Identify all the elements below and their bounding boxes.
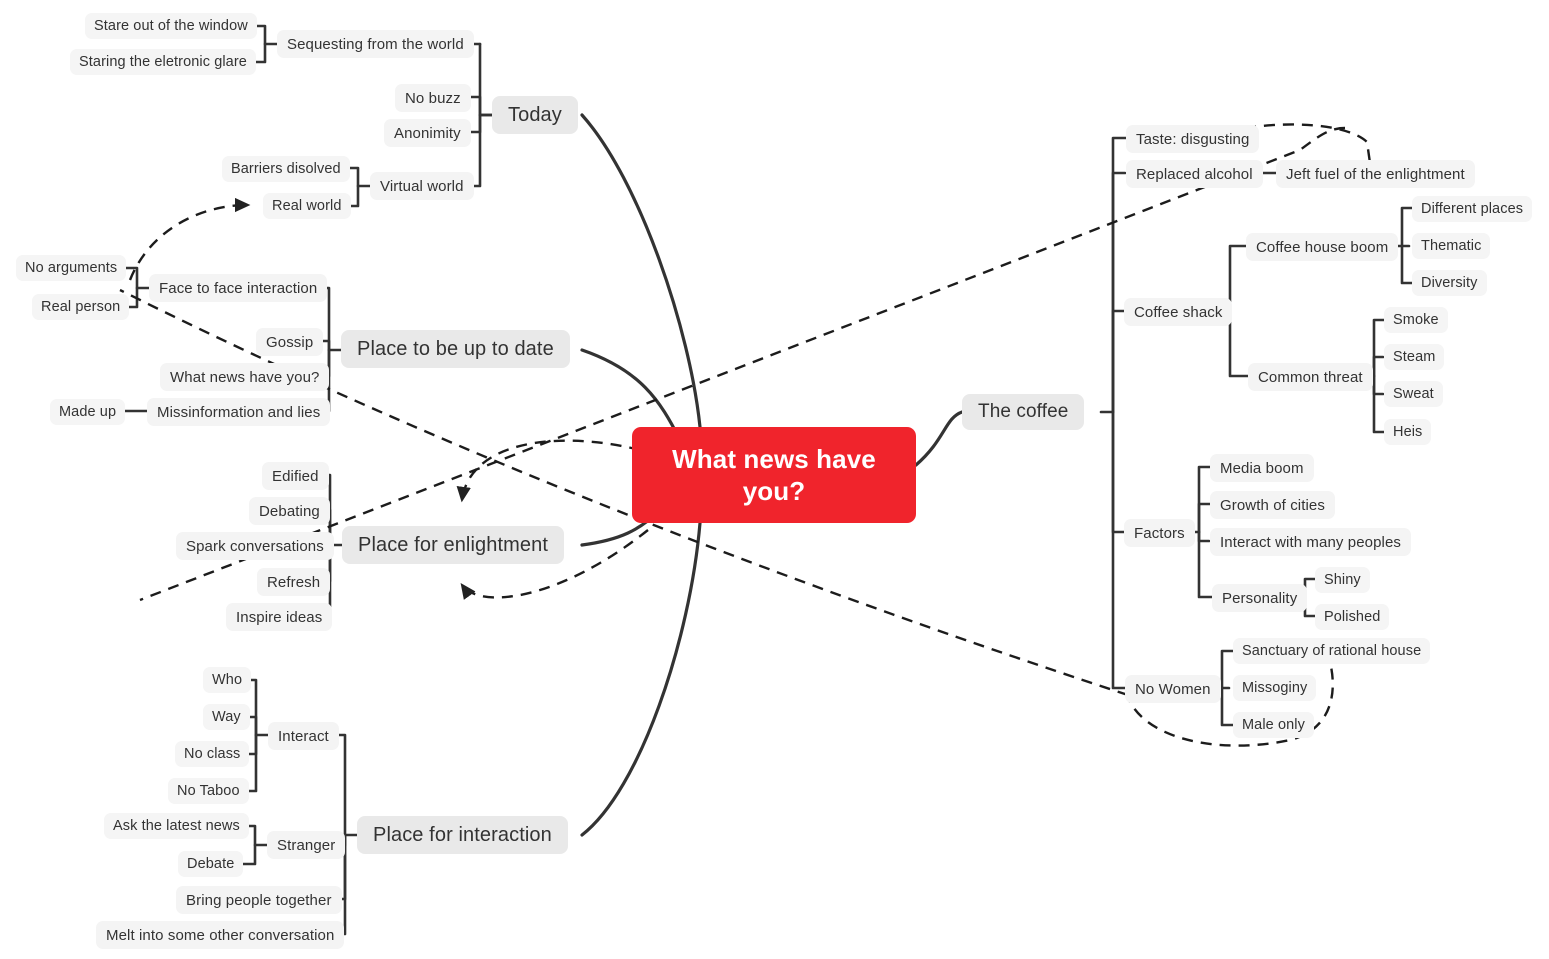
node-missinformation-and-lies[interactable]: Missinformation and lies: [147, 398, 331, 426]
node-thematic[interactable]: Thematic: [1412, 233, 1491, 259]
node-jeft-fuel-of-the-enlightment[interactable]: Jeft fuel of the enlightment: [1276, 160, 1475, 188]
node-face-to-face-interaction[interactable]: Face to face interaction: [149, 274, 328, 302]
node-no-taboo[interactable]: No Taboo: [168, 778, 249, 804]
node-what-news-have-you[interactable]: What news have you?: [160, 363, 330, 391]
branch-place-for-enlightment[interactable]: Place for enlightment: [342, 526, 564, 564]
node-taste-disgusting[interactable]: Taste: disgusting: [1126, 125, 1260, 153]
node-virtual-world[interactable]: Virtual world: [370, 172, 474, 200]
node-ask-the-latest-news[interactable]: Ask the latest news: [104, 813, 249, 839]
node-stranger[interactable]: Stranger: [267, 831, 346, 859]
node-who[interactable]: Who: [203, 667, 252, 693]
node-bring-people-together[interactable]: Bring people together: [176, 886, 342, 914]
node-personality[interactable]: Personality: [1212, 584, 1308, 612]
node-coffee-house-boom[interactable]: Coffee house boom: [1246, 233, 1399, 261]
node-heis[interactable]: Heis: [1384, 419, 1432, 445]
node-no-class[interactable]: No class: [175, 741, 250, 767]
node-sweat[interactable]: Sweat: [1384, 381, 1443, 407]
node-debate[interactable]: Debate: [178, 851, 244, 877]
node-factors[interactable]: Factors: [1124, 519, 1195, 547]
node-diversity[interactable]: Diversity: [1412, 270, 1487, 296]
node-inspire-ideas[interactable]: Inspire ideas: [226, 603, 333, 631]
node-replaced-alcohol[interactable]: Replaced alcohol: [1126, 160, 1263, 188]
node-spark-conversations[interactable]: Spark conversations: [176, 532, 334, 560]
node-polished[interactable]: Polished: [1315, 604, 1390, 630]
node-sequesting-from-the-world[interactable]: Sequesting from the world: [277, 30, 474, 58]
node-sanctuary-of-rational-house[interactable]: Sanctuary of rational house: [1233, 638, 1431, 664]
node-missoginy[interactable]: Missoginy: [1233, 675, 1317, 701]
branch-the-coffee[interactable]: The coffee: [962, 394, 1085, 430]
node-anonimity[interactable]: Anonimity: [384, 119, 471, 147]
node-staring-the-eletronic-glare[interactable]: Staring the eletronic glare: [70, 49, 256, 75]
node-edified[interactable]: Edified: [262, 462, 329, 490]
node-shiny[interactable]: Shiny: [1315, 567, 1370, 593]
node-real-person[interactable]: Real person: [32, 294, 130, 320]
node-real-world[interactable]: Real world: [263, 193, 351, 219]
node-gossip[interactable]: Gossip: [256, 328, 324, 356]
branch-place-for-interaction[interactable]: Place for interaction: [357, 816, 568, 854]
node-no-buzz[interactable]: No buzz: [395, 84, 471, 112]
node-refresh[interactable]: Refresh: [257, 568, 331, 596]
node-common-threat[interactable]: Common threat: [1248, 363, 1373, 391]
node-male-only[interactable]: Male only: [1233, 712, 1314, 738]
node-coffee-shack[interactable]: Coffee shack: [1124, 298, 1233, 326]
node-different-places[interactable]: Different places: [1412, 196, 1533, 222]
node-debating[interactable]: Debating: [249, 497, 330, 525]
node-no-arguments[interactable]: No arguments: [16, 255, 127, 281]
node-media-boom[interactable]: Media boom: [1210, 454, 1314, 482]
node-barriers-disolved[interactable]: Barriers disolved: [222, 156, 350, 182]
branch-place-to-be-up-to-date[interactable]: Place to be up to date: [341, 330, 570, 368]
node-no-women[interactable]: No Women: [1125, 675, 1221, 703]
node-steam[interactable]: Steam: [1384, 344, 1445, 370]
node-smoke[interactable]: Smoke: [1384, 307, 1448, 333]
node-stare-out-of-the-window[interactable]: Stare out of the window: [85, 13, 257, 39]
node-melt-into-some-other-conversation[interactable]: Melt into some other conversation: [96, 921, 345, 949]
node-interact[interactable]: Interact: [268, 722, 339, 750]
node-interact-with-many-peoples[interactable]: Interact with many peoples: [1210, 528, 1412, 556]
node-way[interactable]: Way: [203, 704, 250, 730]
node-growth-of-cities[interactable]: Growth of cities: [1210, 491, 1335, 519]
node-made-up[interactable]: Made up: [50, 399, 126, 425]
root-node[interactable]: What news have you?: [632, 427, 916, 523]
branch-today[interactable]: Today: [492, 96, 578, 134]
